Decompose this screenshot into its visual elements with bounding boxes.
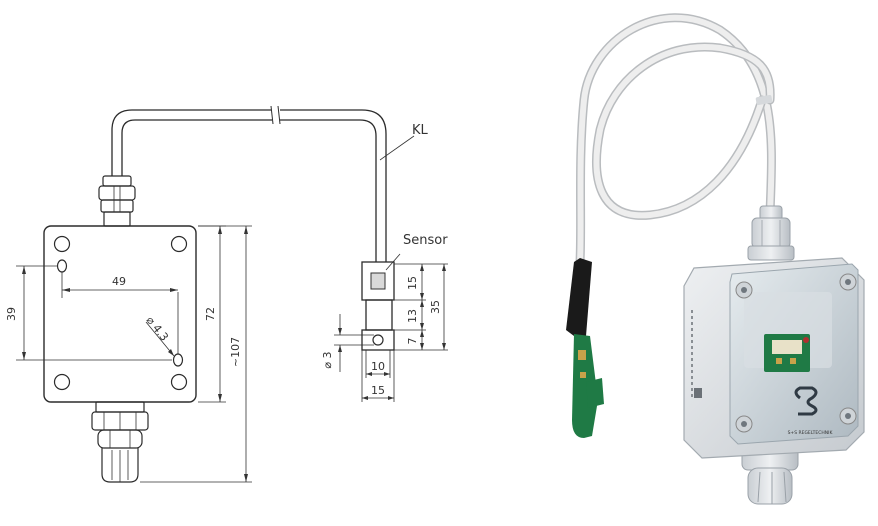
kl-label: KL — [412, 123, 429, 138]
dim-sensor-35-text: 35 — [429, 300, 442, 314]
sensor-element: Sensor — [361, 233, 448, 351]
photo-gland-top — [747, 205, 795, 261]
photo-housing: S+S REGELTECHNIK — [683, 257, 865, 459]
cable-gland-bottom — [91, 401, 149, 483]
dim-sensor-15-text: 15 — [406, 276, 419, 290]
dimension-72: 72 — [198, 225, 226, 403]
dim-sensor-13-text: 13 — [406, 309, 419, 323]
cable-outline — [111, 105, 387, 262]
dimension-107: ~107 — [140, 225, 252, 483]
dimension-39: 39 — [5, 265, 172, 361]
photo-logo: S+S REGELTECHNIK — [788, 386, 834, 436]
cable-label: KL — [379, 123, 429, 161]
sensor-label: Sensor — [403, 233, 448, 248]
dimension-hole-diameter: ⌀ 4.3 — [144, 314, 175, 357]
dim-49-text: 49 — [112, 275, 126, 288]
dim-sensor-hole-text: ⌀ 3 — [321, 351, 334, 368]
dim-107-text: ~107 — [229, 337, 242, 367]
dimension-sensor-right: 15 13 7 35 — [392, 263, 448, 351]
dimension-49: 49 — [61, 272, 179, 354]
photo-sensor-probe — [566, 258, 604, 438]
dim-sensor-10-text: 10 — [371, 360, 385, 373]
dimension-sensor-width: 10 15 — [361, 350, 395, 402]
dim-72-text: 72 — [204, 307, 217, 321]
dimension-sensor-hole: ⌀ 3 — [321, 314, 374, 372]
dim-sensor-15b-text: 15 — [371, 384, 385, 397]
technical-drawing: 49 39 ⌀ 4.3 72 — [5, 105, 448, 483]
dim-sensor-7-text: 7 — [406, 338, 419, 345]
photo-brand-text: S+S REGELTECHNIK — [788, 430, 834, 436]
photo-cable — [575, 13, 776, 267]
cable-gland-top — [98, 175, 136, 227]
housing-box — [43, 225, 197, 403]
dim-39-text: 39 — [5, 307, 18, 321]
product-photo: S+S REGELTECHNIK — [566, 13, 865, 505]
dim-hole-diameter-text: ⌀ 4.3 — [144, 314, 171, 344]
